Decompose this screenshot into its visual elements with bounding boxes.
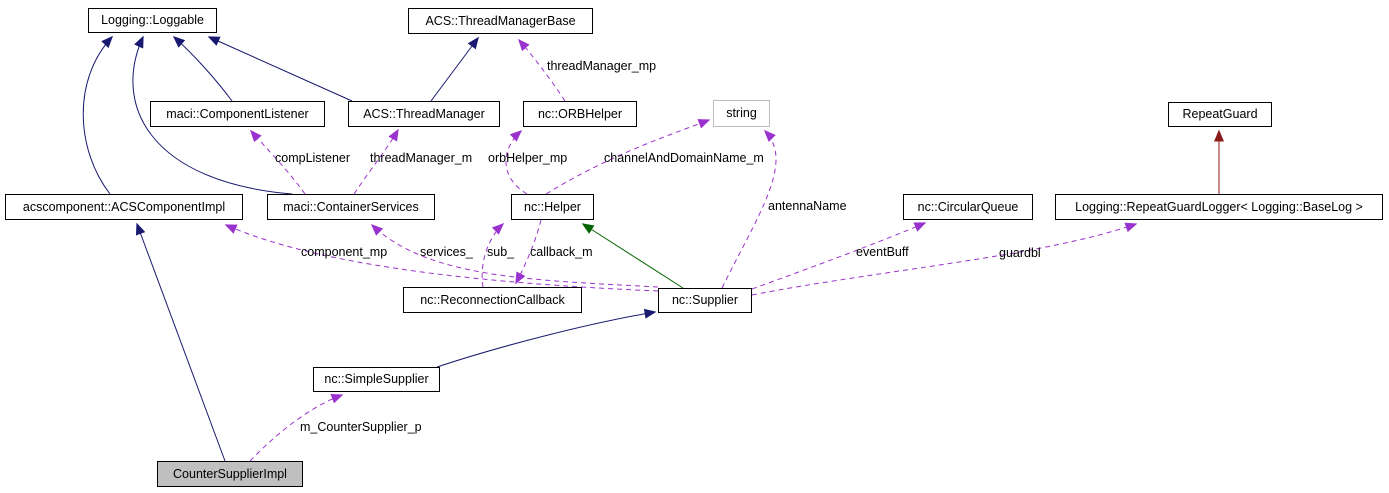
node-string: string: [713, 100, 770, 127]
edge-supplier-to-circularqueue: [751, 222, 927, 290]
edge-containerservices-to-componentlistener: [250, 129, 306, 195]
node-repeatguard[interactable]: RepeatGuard: [1168, 102, 1272, 127]
edge-threadmanager-to-loggable: [207, 36, 353, 102]
edge-label-eventBuff: eventBuff: [856, 245, 909, 259]
node-circularqueue[interactable]: nc::CircularQueue: [903, 194, 1033, 220]
edge-componentlistener-to-loggable: [172, 36, 233, 102]
node-reconnectioncallback[interactable]: nc::ReconnectionCallback: [403, 287, 582, 313]
edge-label-channelAndDomainName_m: channelAndDomainName_m: [604, 151, 764, 165]
edge-label-sub_: sub_: [487, 245, 515, 259]
node-loggable[interactable]: Logging::Loggable: [88, 8, 217, 33]
edge-label-guardbl: guardbl: [999, 246, 1041, 260]
edge-label-services_: services_: [420, 245, 473, 259]
edge-supplier-to-acscomponentimpl: [224, 224, 659, 292]
edge-supplier-to-string: [721, 129, 777, 289]
edge-label-orbHelper_mp: orbHelper_mp: [488, 151, 568, 165]
edge-supplier-to-helper: [581, 223, 684, 289]
edge-helper-to-orbhelper: [505, 129, 528, 195]
edge-simplesupplier-to-supplier: [436, 308, 657, 368]
edge-label-component_mp: component_mp: [301, 245, 388, 259]
edge-label-threadManager_mp: threadManager_mp: [547, 59, 657, 73]
edge-supplier-to-containerservices: [370, 223, 659, 288]
node-helper[interactable]: nc::Helper: [511, 194, 594, 220]
edge-supplier-to-repeatguardlogger: [751, 222, 1138, 296]
node-simplesupplier[interactable]: nc::SimpleSupplier: [313, 367, 440, 392]
edge-countersupplierimpl-to-acscomponentimpl: [135, 222, 226, 462]
node-acscomponentimpl[interactable]: acscomponent::ACSComponentImpl: [5, 194, 243, 220]
node-repeatguardlogger[interactable]: Logging::RepeatGuardLogger< Logging::Bas…: [1055, 194, 1383, 220]
edge-label-callback_m: callback_m: [530, 245, 593, 259]
edge-label-antennaName: antennaName: [768, 199, 847, 213]
edge-label-threadManager_m: threadManager_m: [370, 151, 473, 165]
node-threadmanager[interactable]: ACS::ThreadManager: [348, 101, 500, 127]
node-threadmanagerbase[interactable]: ACS::ThreadManagerBase: [408, 8, 593, 34]
edge-reconnectioncallback-to-helper: [481, 222, 505, 288]
edge-acscomponentimpl-to-loggable: [82, 35, 114, 195]
node-supplier[interactable]: nc::Supplier: [658, 288, 752, 313]
edge-threadmanager-to-threadmanagerbase: [430, 36, 479, 102]
node-orbhelper[interactable]: nc::ORBHelper: [523, 101, 637, 127]
node-containerservices[interactable]: maci::ContainerServices: [267, 194, 435, 220]
node-componentlistener[interactable]: maci::ComponentListener: [150, 101, 325, 127]
edge-label-m_CounterSupplier_p: m_CounterSupplier_p: [300, 420, 422, 434]
node-countersupplierimpl: CounterSupplierImpl: [157, 461, 303, 487]
edge-label-compListener: compListener: [275, 151, 351, 165]
edge-containerservices-to-loggable: [132, 35, 293, 195]
edge-countersupplierimpl-to-simplesupplier: [249, 394, 344, 462]
